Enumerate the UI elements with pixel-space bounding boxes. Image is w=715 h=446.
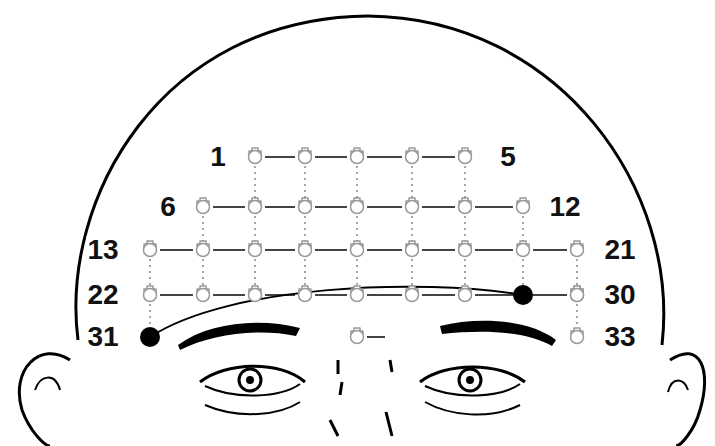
- grid-link: [367, 249, 402, 251]
- electrode-point: [351, 241, 364, 257]
- grid-link: [304, 216, 306, 241]
- grid-link: [367, 156, 402, 158]
- electrode-point: [571, 328, 584, 344]
- point-number: 13: [86, 236, 119, 264]
- grid-link: [356, 259, 358, 286]
- grid-link: [411, 216, 413, 241]
- point-number: 31: [86, 323, 119, 351]
- electrode-point: [249, 148, 262, 164]
- point-number: 33: [603, 323, 636, 351]
- electrode-point: [406, 198, 419, 214]
- electrode-point: [459, 198, 472, 214]
- grid-link: [475, 206, 513, 208]
- grid-link: [411, 166, 413, 198]
- grid-link: [265, 249, 295, 251]
- point-number: 30: [603, 281, 636, 309]
- active-electrode: [513, 285, 533, 305]
- point-number: 1: [209, 143, 227, 171]
- grid-link: [213, 206, 245, 208]
- point-number: 12: [548, 193, 581, 221]
- electrode-point: [517, 241, 530, 257]
- grid-link: [422, 249, 455, 251]
- electrode-point: [351, 328, 364, 344]
- electrode-point: [517, 198, 530, 214]
- electrode-point: [406, 286, 419, 302]
- electrode-point: [249, 241, 262, 257]
- electrode-point: [459, 286, 472, 302]
- electrode-point: [571, 241, 584, 257]
- electrode-point: [406, 148, 419, 164]
- grid-link: [464, 259, 466, 286]
- grid-link: [533, 294, 567, 296]
- electrode-point: [249, 198, 262, 214]
- grid-link: [411, 259, 413, 286]
- grid-link: [522, 216, 524, 241]
- electrode-point: [299, 241, 312, 257]
- electrode-point: [197, 241, 210, 257]
- grid-link: [422, 156, 455, 158]
- point-number: 22: [86, 281, 119, 309]
- electrode-point: [144, 241, 157, 257]
- grid-link: [356, 166, 358, 198]
- electrode-point: [299, 286, 312, 302]
- point-number: 5: [499, 143, 517, 171]
- grid-link: [367, 294, 402, 296]
- electrode-point: [197, 286, 210, 302]
- grid-link: [160, 294, 193, 296]
- grid-link: [422, 294, 455, 296]
- grid-link: [304, 259, 306, 286]
- grid-link: [464, 216, 466, 241]
- grid-link: [149, 304, 151, 328]
- electrode-point: [459, 148, 472, 164]
- grid-link: [356, 216, 358, 241]
- point-number: 6: [159, 193, 177, 221]
- point-number: 21: [603, 236, 636, 264]
- grid-link: [576, 259, 578, 286]
- electrode-point: [299, 148, 312, 164]
- grid-link: [160, 249, 193, 251]
- grid-link: [522, 259, 524, 286]
- grid-link: [533, 249, 567, 251]
- grid-link: [304, 166, 306, 198]
- electrode-point: [571, 286, 584, 302]
- electrode-point: [406, 241, 419, 257]
- grid-link: [475, 249, 513, 251]
- grid-link: [367, 206, 402, 208]
- grid-link: [254, 216, 256, 241]
- electrode-point: [351, 148, 364, 164]
- grid-link: [422, 206, 455, 208]
- grid-link: [265, 156, 295, 158]
- grid-link: [315, 249, 347, 251]
- electrode-point: [459, 241, 472, 257]
- electrode-point: [571, 286, 584, 302]
- grid-link: [464, 166, 466, 198]
- grid-link: [254, 166, 256, 198]
- electrode-point: [299, 198, 312, 214]
- grid-link: [265, 206, 295, 208]
- grid-link: [213, 249, 245, 251]
- active-electrode: [140, 327, 160, 347]
- grid-link: [202, 259, 204, 286]
- grid-link: [202, 216, 204, 241]
- grid-link: [213, 294, 245, 296]
- grid-link: [576, 304, 578, 328]
- grid-link: [367, 336, 385, 338]
- grid-link: [254, 259, 256, 286]
- grid-link: [315, 156, 347, 158]
- connection-curve: [150, 287, 523, 337]
- grid-link: [315, 206, 347, 208]
- grid-link: [149, 259, 151, 286]
- electrode-point: [351, 198, 364, 214]
- electrode-point: [249, 286, 262, 302]
- electrode-point: [144, 286, 157, 302]
- electrode-point: [197, 198, 210, 214]
- grid-link: [315, 294, 347, 296]
- grid-link: [475, 294, 513, 296]
- electrode-point: [351, 286, 364, 302]
